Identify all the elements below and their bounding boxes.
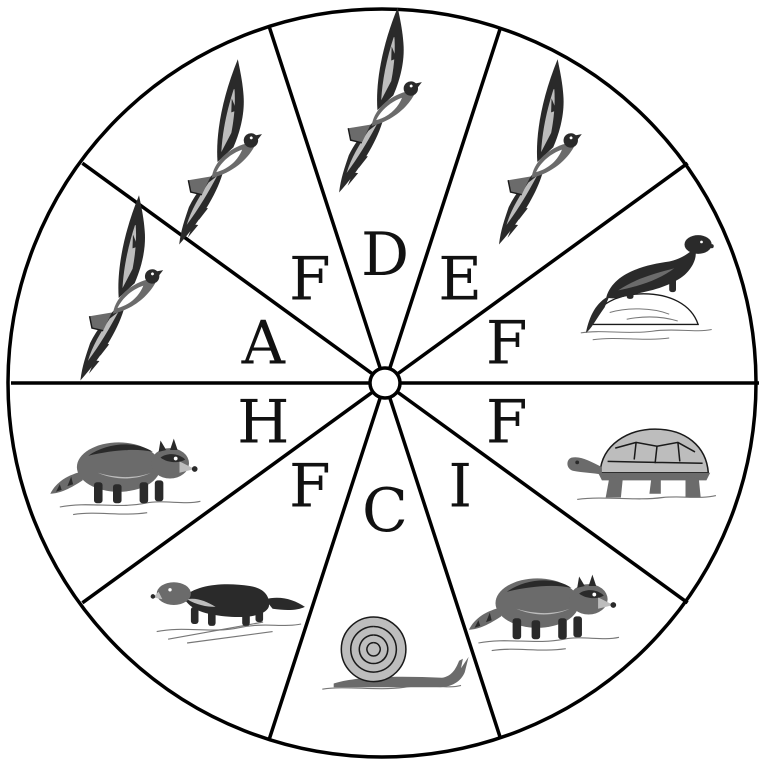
- segment-label-6: C: [362, 476, 408, 546]
- segment-label-5: I: [448, 452, 472, 522]
- segment-label-9: A: [241, 308, 286, 378]
- wheel-hub: [370, 368, 400, 398]
- segment-label-2: E: [438, 244, 482, 314]
- segment-label-7: F: [289, 452, 331, 522]
- segment-label-4: F: [486, 388, 528, 458]
- segment-label-1: D: [361, 220, 409, 290]
- segment-label-10: F: [289, 244, 331, 314]
- segment-label-3: F: [486, 308, 528, 378]
- segment-label-8: H: [237, 388, 289, 458]
